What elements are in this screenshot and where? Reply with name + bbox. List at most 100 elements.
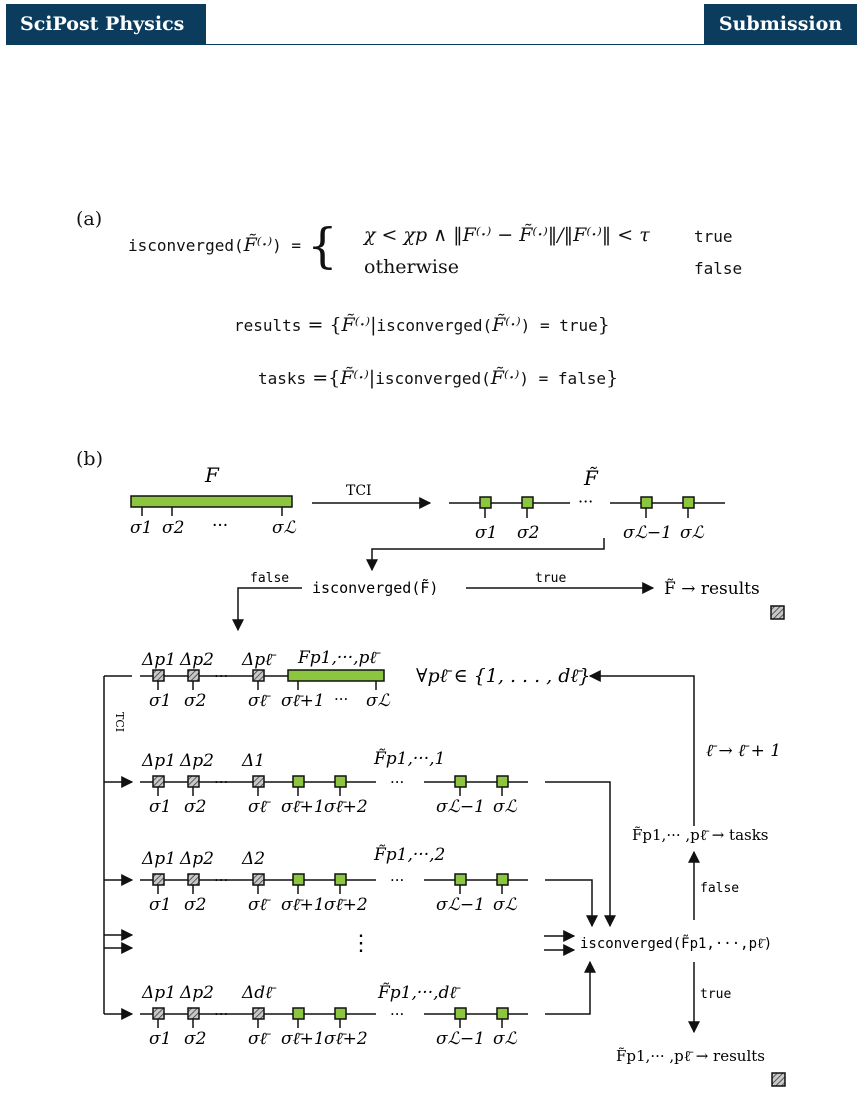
- isconverged-F-text: isconverged(F̃): [312, 578, 438, 597]
- sigma-lbar-2: σℓ̄+2: [324, 797, 368, 817]
- isconverged-inner: isconverged(: [375, 369, 491, 388]
- isconverged-fn: isconverged(: [128, 236, 244, 255]
- sigma-L: σℒ: [366, 691, 391, 711]
- eq-false: ) = false: [519, 369, 607, 388]
- sigma-2: σ2: [517, 523, 539, 543]
- sigma-lbar-1: σℓ̄+1: [281, 1029, 325, 1049]
- close-paren: ) =: [272, 236, 302, 255]
- core: [334, 775, 347, 788]
- case1-condition: χ < χp ∧ ‖F⁽·⁾ − F̃⁽·⁾‖/‖F⁽·⁾‖ < τ: [364, 224, 650, 246]
- sigma-lbar-1: σℓ̄+1: [281, 797, 325, 817]
- F-p: Fp1,···,pℓ̄: [297, 648, 381, 668]
- dots: ···: [390, 1005, 404, 1023]
- Ft-p-1: F̃p1,···,1: [373, 749, 445, 769]
- delta-tensor: [187, 1007, 200, 1020]
- case2-value: false: [694, 259, 743, 278]
- sigma-2: σ2: [184, 797, 206, 817]
- true-label: true: [700, 987, 731, 1002]
- f-tilde-dot: F̃⁽·⁾: [243, 234, 273, 256]
- sigma-L-1: σℒ−1: [436, 1029, 485, 1049]
- delta-p2: Δp2: [179, 849, 214, 869]
- delta-d: Δdℓ̄: [241, 983, 277, 1003]
- delta-p1: Δp1: [141, 650, 176, 670]
- F-to-results: F̃ → results: [664, 579, 760, 599]
- panel-a-label: (a): [76, 208, 103, 230]
- bar: |: [368, 367, 376, 389]
- false-label: false: [250, 571, 289, 586]
- sigma-lbar: σℓ̄: [248, 691, 272, 711]
- Ft-p-d: F̃p1,···,dℓ̄: [377, 983, 461, 1003]
- header-rule: [6, 44, 857, 45]
- isconverged-F: isconverged(F̃): [312, 578, 438, 597]
- delta-tensor: [252, 669, 265, 682]
- core: [292, 775, 305, 788]
- sigma-lbar: σℓ̄: [248, 797, 272, 817]
- core: [454, 775, 467, 788]
- Ft-to-results: F̃p1,··· ,pℓ̄ → results: [616, 1047, 765, 1065]
- dots: ···: [390, 871, 404, 889]
- core: [292, 873, 305, 886]
- false-arrow: [232, 587, 302, 632]
- sigma-2: σ2: [184, 1029, 206, 1049]
- delta-p2: Δp2: [179, 983, 214, 1003]
- delta-p1: Δp1: [141, 983, 176, 1003]
- core-L-1: [640, 496, 653, 509]
- tasks-definition: tasks ={F̃⁽·⁾|isconverged(F̃⁽·⁾) = false…: [258, 367, 618, 389]
- false-label: false: [700, 881, 739, 896]
- f-tilde: F̃⁽·⁾: [492, 314, 521, 336]
- isconverged-definition: isconverged(F̃⁽·⁾) = {: [128, 222, 338, 270]
- delta-tensor: [252, 873, 265, 886]
- sigma-lbar-2: σℓ̄+2: [324, 1029, 368, 1049]
- sigma-1: σ1: [475, 523, 497, 543]
- delta-tensor: [187, 873, 200, 886]
- dots: ···: [334, 690, 348, 708]
- tasks-lhs: tasks: [258, 369, 307, 388]
- tci-vertical: TCI: [113, 712, 126, 732]
- eq-true: ) = true: [520, 316, 598, 335]
- set-open: {: [328, 367, 341, 389]
- core: [496, 1007, 509, 1020]
- delta-tensor: [252, 775, 265, 788]
- delta-p2: Δp2: [179, 650, 214, 670]
- panel-b-label: (b): [76, 448, 103, 470]
- sigma-2: σ2: [184, 691, 206, 711]
- sigma-lbar-2: σℓ̄+2: [324, 895, 368, 915]
- isconverged-Fp: isconverged(F̃p1,···,pℓ̄): [580, 934, 772, 952]
- sigma-2: σ2: [162, 518, 184, 538]
- dots: ···: [212, 516, 228, 536]
- sigma-lbar-1: σℓ̄+1: [281, 691, 325, 711]
- dots: ···: [214, 871, 228, 889]
- tensor-F: [130, 495, 293, 508]
- label-F: F: [204, 463, 220, 487]
- delta-tensor: [187, 669, 200, 682]
- delta-tensor: [152, 1007, 165, 1020]
- sigma-lbar: σℓ̄: [248, 1029, 272, 1049]
- eq-sign: =: [307, 314, 324, 336]
- sigma-lbar-1: σℓ̄+1: [281, 895, 325, 915]
- delta-p2: Δp2: [179, 751, 214, 771]
- end-of-proof-icon: [770, 605, 785, 620]
- lbar-increment: ℓ̄ → ℓ̄ + 1: [706, 741, 781, 761]
- journal-name: SciPost Physics: [20, 13, 185, 35]
- true-label: true: [535, 571, 566, 586]
- delta-p1: Δp1: [141, 751, 176, 771]
- loop-arrow: [588, 670, 695, 806]
- sigma-L: σℒ: [680, 523, 705, 543]
- eq-sign: =: [312, 367, 329, 389]
- sigma-lbar: σℓ̄: [248, 895, 272, 915]
- end-of-proof-icon: [771, 1072, 786, 1087]
- sigma-L: σℒ: [493, 797, 518, 817]
- tci-label: TCI: [346, 483, 372, 499]
- core: [454, 873, 467, 886]
- core-L: [682, 496, 695, 509]
- core: [496, 775, 509, 788]
- Ft-p-2: F̃p1,···,2: [373, 845, 445, 865]
- results-definition: results = {F̃⁽·⁾|isconverged(F̃⁽·⁾) = tr…: [234, 314, 610, 336]
- dots: ···: [214, 773, 228, 791]
- isconverged-inner: isconverged(: [376, 316, 493, 335]
- delta-tensor: [252, 1007, 265, 1020]
- case1-value: true: [694, 227, 733, 246]
- dots: ···: [578, 492, 593, 511]
- connector-arrow: [366, 538, 605, 572]
